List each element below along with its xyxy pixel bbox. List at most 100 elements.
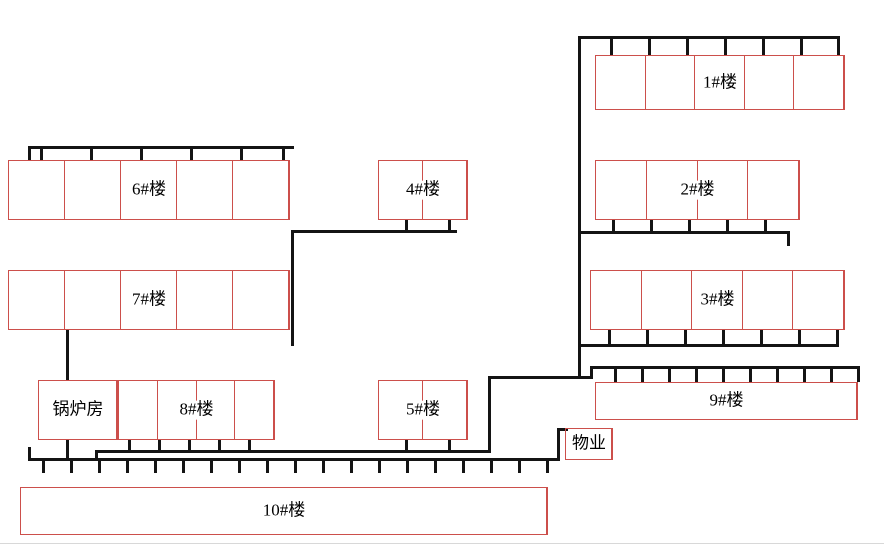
b9-branches-tick: [641, 369, 644, 382]
pipe-segment: [578, 36, 581, 379]
b10-branches-tick: [238, 461, 241, 473]
building-b1-unit: [794, 56, 844, 109]
b8-branches-tick: [218, 440, 221, 450]
pipe-segment: [488, 376, 491, 453]
building-b2-unit: [596, 161, 647, 219]
pipe-segment: [578, 344, 839, 347]
b8-branches-tick: [248, 440, 251, 450]
pipe-segment: [28, 458, 560, 461]
building-b5: 5#楼: [378, 380, 468, 440]
building-b8-unit: [119, 381, 158, 439]
building-b2-label: 2#楼: [677, 180, 718, 200]
building-b8: 8#楼: [118, 380, 275, 440]
pipe-segment: [837, 36, 840, 55]
building-b6-unit: [65, 161, 121, 219]
pipe-segment: [557, 428, 568, 431]
pipe-segment: [590, 366, 593, 379]
building-b10-label: 10#楼: [259, 501, 309, 521]
b10-branches-tick: [546, 461, 549, 473]
building-b8-unit: [235, 381, 274, 439]
pipe-segment: [291, 230, 294, 346]
building-wuye-label: 物业: [569, 434, 609, 454]
pipe-segment: [66, 330, 69, 380]
building-b1-label: 1#楼: [700, 72, 740, 92]
pipe-segment: [787, 231, 790, 246]
building-b7-unit: [65, 271, 121, 329]
building-b1-unit: [596, 56, 646, 109]
b8-branches-tick: [188, 440, 191, 450]
building-b7: 7#楼: [8, 270, 290, 330]
building-b6-unit: [121, 161, 177, 219]
building-b4-unit: [423, 161, 467, 219]
building-b6-label: 6#楼: [129, 180, 169, 200]
b9-branches-tick: [668, 369, 671, 382]
building-b1-unit: [646, 56, 696, 109]
b6-branches-tick: [90, 149, 93, 160]
b2-branches-tick: [764, 220, 767, 231]
b10-branches-tick: [434, 461, 437, 473]
b3-branches-tick: [760, 330, 763, 344]
pipe-segment: [590, 366, 860, 369]
b10-branches-tick: [210, 461, 213, 473]
b3-branches-tick: [684, 330, 687, 344]
b10-branches-tick: [70, 461, 73, 473]
pipe-segment: [95, 450, 98, 461]
b10-branches-tick: [406, 461, 409, 473]
b9-branches-tick: [749, 369, 752, 382]
b5-branches-tick: [448, 440, 451, 450]
building-b9: 9#楼: [595, 382, 858, 420]
building-b1-unit: [695, 56, 745, 109]
building-b6: 6#楼: [8, 160, 290, 220]
building-b7-unit: [177, 271, 233, 329]
building-b9-label: 9#楼: [706, 391, 747, 411]
b2-branches-tick: [612, 220, 615, 231]
pipe-segment: [95, 450, 491, 453]
pipe-segment: [28, 447, 31, 461]
pipe-segment: [578, 231, 790, 234]
b6-branches-tick: [282, 149, 285, 160]
building-b3-unit: [591, 271, 642, 329]
building-b7-unit: [9, 271, 65, 329]
b6-branches-tick: [240, 149, 243, 160]
b3-branches-tick: [608, 330, 611, 344]
b9-branches-tick: [830, 369, 833, 382]
b1-branches-tick: [686, 39, 689, 55]
b10-branches-tick: [266, 461, 269, 473]
building-b2-unit: [698, 161, 749, 219]
b10-branches-tick: [322, 461, 325, 473]
b10-branches-tick: [98, 461, 101, 473]
b1-branches-tick: [648, 39, 651, 55]
building-b3-label: 3#楼: [697, 290, 738, 310]
b2-branches-tick: [650, 220, 653, 231]
building-b4-label: 4#楼: [403, 180, 443, 200]
b1-branches-tick: [800, 39, 803, 55]
building-b4: 4#楼: [378, 160, 468, 220]
b10-branches-tick: [154, 461, 157, 473]
building-b7-unit: [233, 271, 289, 329]
b6-branches-tick: [40, 149, 43, 160]
b1-branches-tick: [762, 39, 765, 55]
building-b3-unit: [692, 271, 743, 329]
b10-branches-tick: [490, 461, 493, 473]
b3-branches-tick: [798, 330, 801, 344]
building-b10-unit: [21, 488, 547, 534]
b8-branches-tick: [158, 440, 161, 450]
building-b10: 10#楼: [20, 487, 548, 535]
b4-branches-tick: [448, 220, 451, 230]
b3-branches-tick: [722, 330, 725, 344]
pipe-segment: [488, 376, 593, 379]
b10-branches-tick: [378, 461, 381, 473]
pipe-segment: [28, 146, 294, 149]
b2-branches-tick: [688, 220, 691, 231]
b1-branches-tick: [610, 39, 613, 55]
building-b6-unit: [177, 161, 233, 219]
b4-branches-tick: [405, 220, 408, 230]
building-b8-label: 8#楼: [176, 400, 217, 420]
building-b2-unit: [748, 161, 799, 219]
building-b8-unit: [197, 381, 236, 439]
building-b3: 3#楼: [590, 270, 845, 330]
b10-branches-tick: [42, 461, 45, 473]
b10-branches-tick: [294, 461, 297, 473]
b8-branches-tick: [128, 440, 131, 450]
